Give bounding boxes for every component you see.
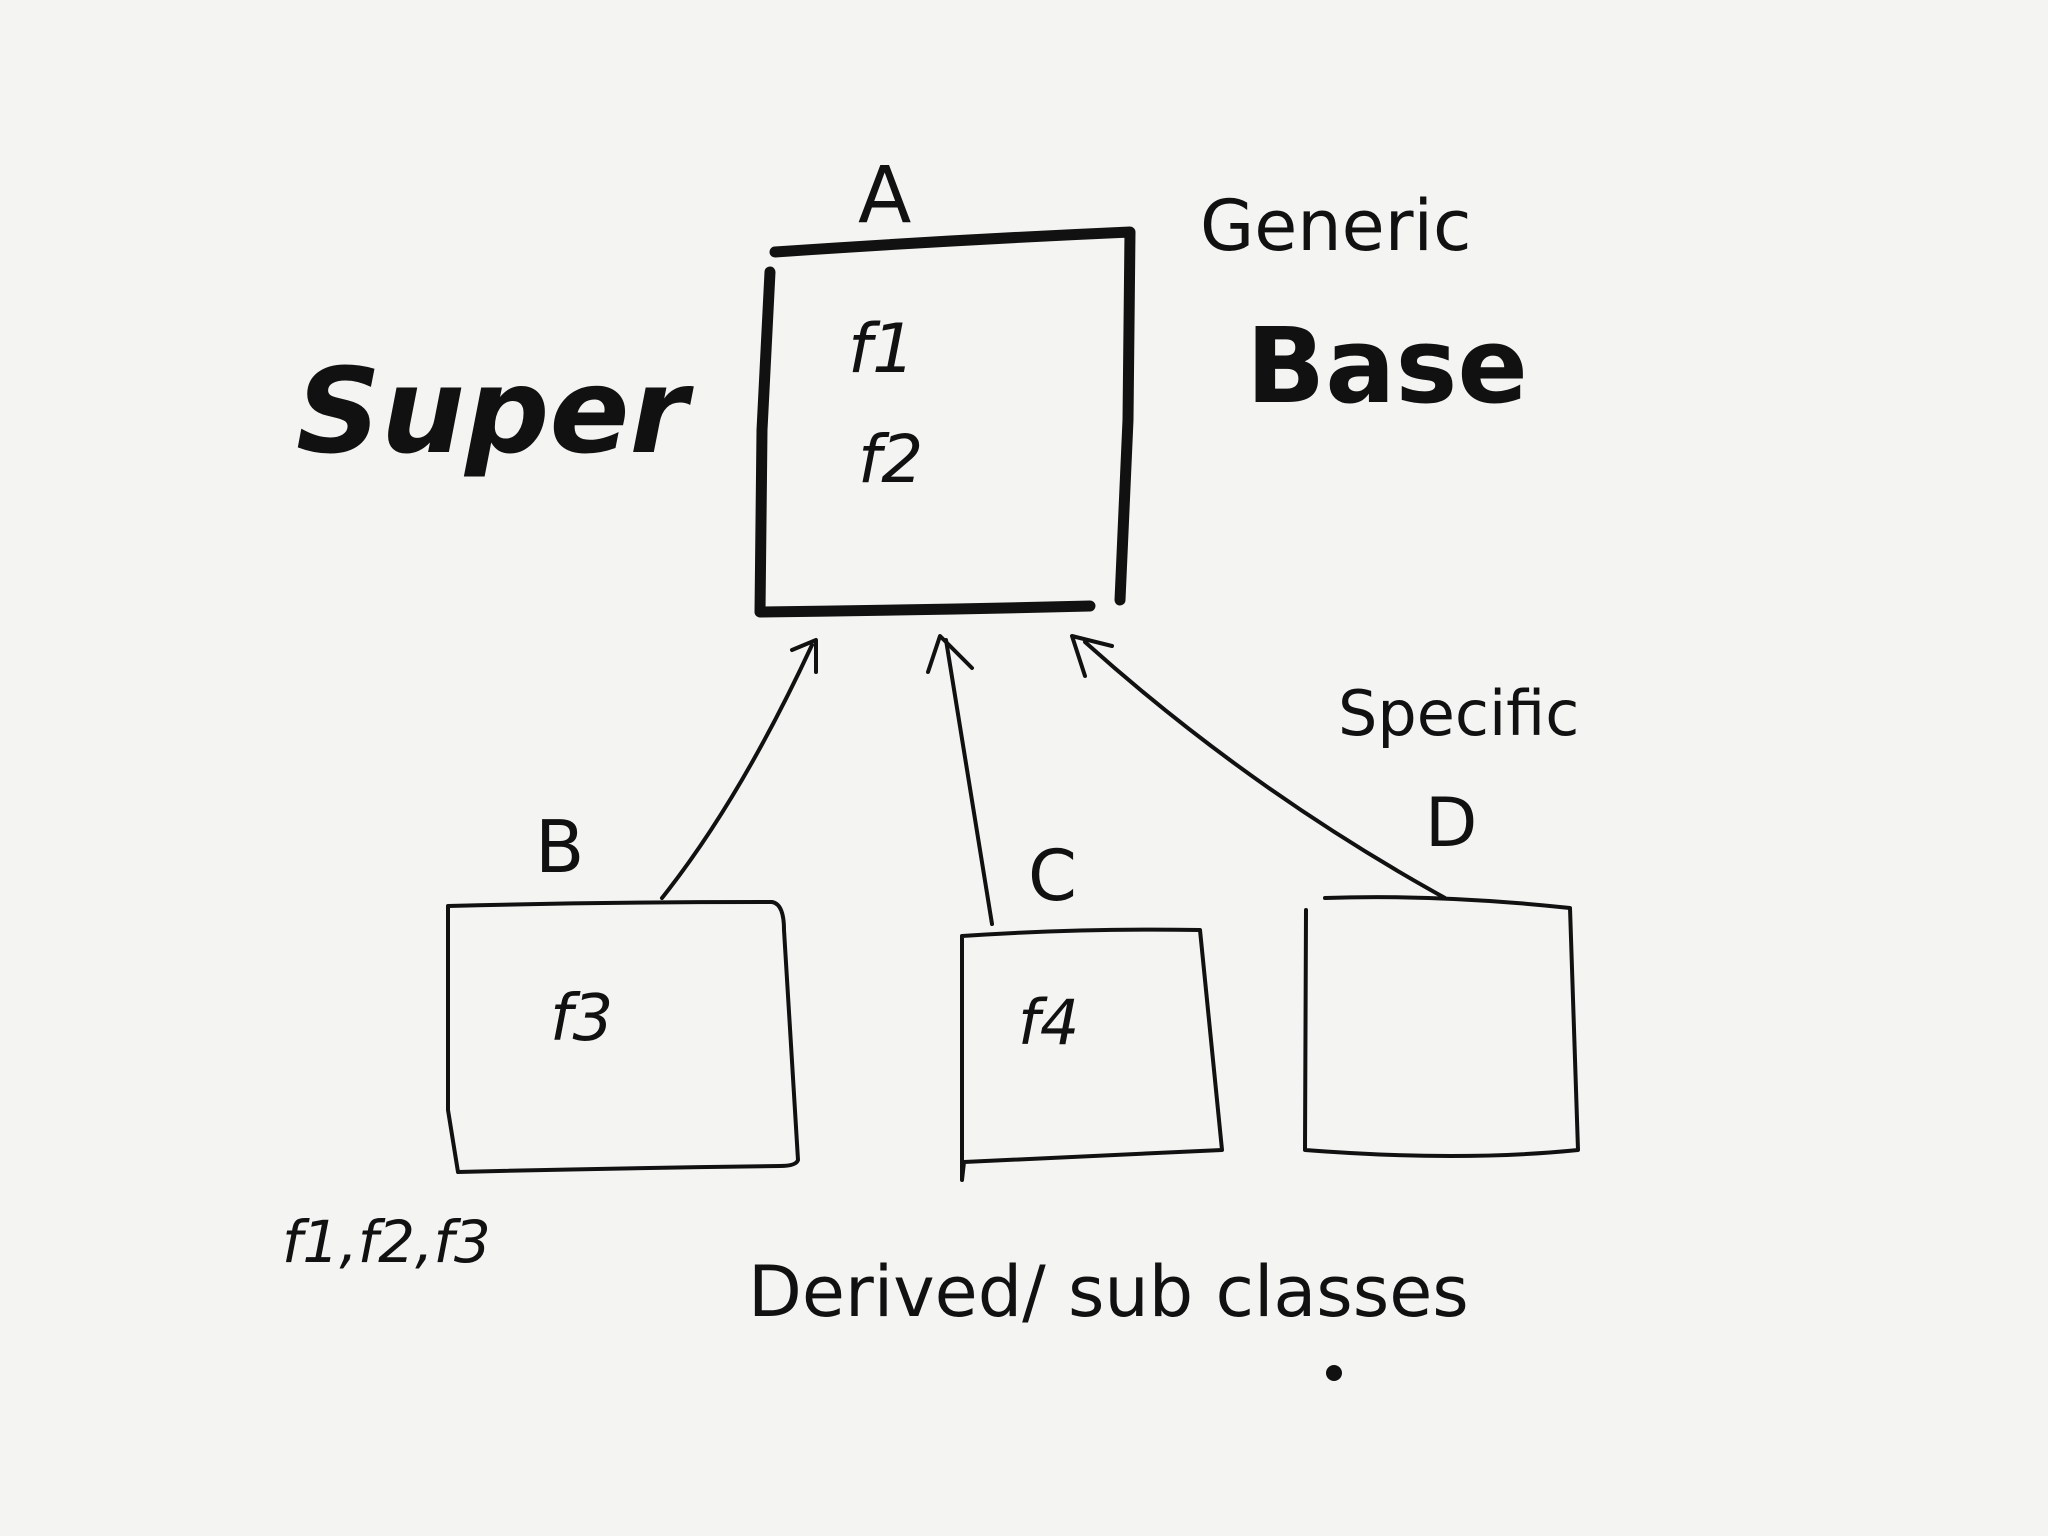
arrowhead-d-to-a-icon [1070,634,1114,678]
class-b-label: B [535,805,584,889]
arrow-b-to-a [660,643,814,900]
class-c-box [960,927,1224,1182]
class-b-member-f3: f3 [550,982,613,1056]
specific-annotation: Specific [1338,677,1579,750]
class-d-label: D [1425,784,1477,863]
class-a-member-f1: f1 [848,310,915,389]
class-a-label: A [858,151,911,241]
class-b-box [446,900,800,1174]
class-b-node: B f3 f1,f2,f3 [282,805,800,1276]
ink-dot [1326,1365,1342,1381]
class-a-node: A f1 f2 [754,151,1136,618]
class-d-box [1303,895,1580,1158]
class-d-node: D [1303,784,1580,1158]
generic-annotation: Generic [1200,185,1471,267]
derived-annotation: Derived/ sub classes [748,1251,1469,1333]
arrow-d-to-a [1083,640,1447,900]
class-c-node: C f4 [960,835,1224,1182]
super-annotation: Super [296,342,694,480]
class-c-label: C [1028,835,1077,917]
inheritance-arrows [660,634,1447,926]
class-b-inherited-note: f1,f2,f3 [282,1208,491,1276]
class-c-member-f4: f4 [1018,986,1079,1059]
class-a-box [754,226,1136,618]
class-a-member-f2: f2 [858,421,923,498]
base-annotation: Base [1246,305,1528,427]
arrowhead-c-to-a-icon [926,634,974,674]
arrowhead-b-to-a-icon [790,638,818,674]
arrow-c-to-a [944,638,994,926]
